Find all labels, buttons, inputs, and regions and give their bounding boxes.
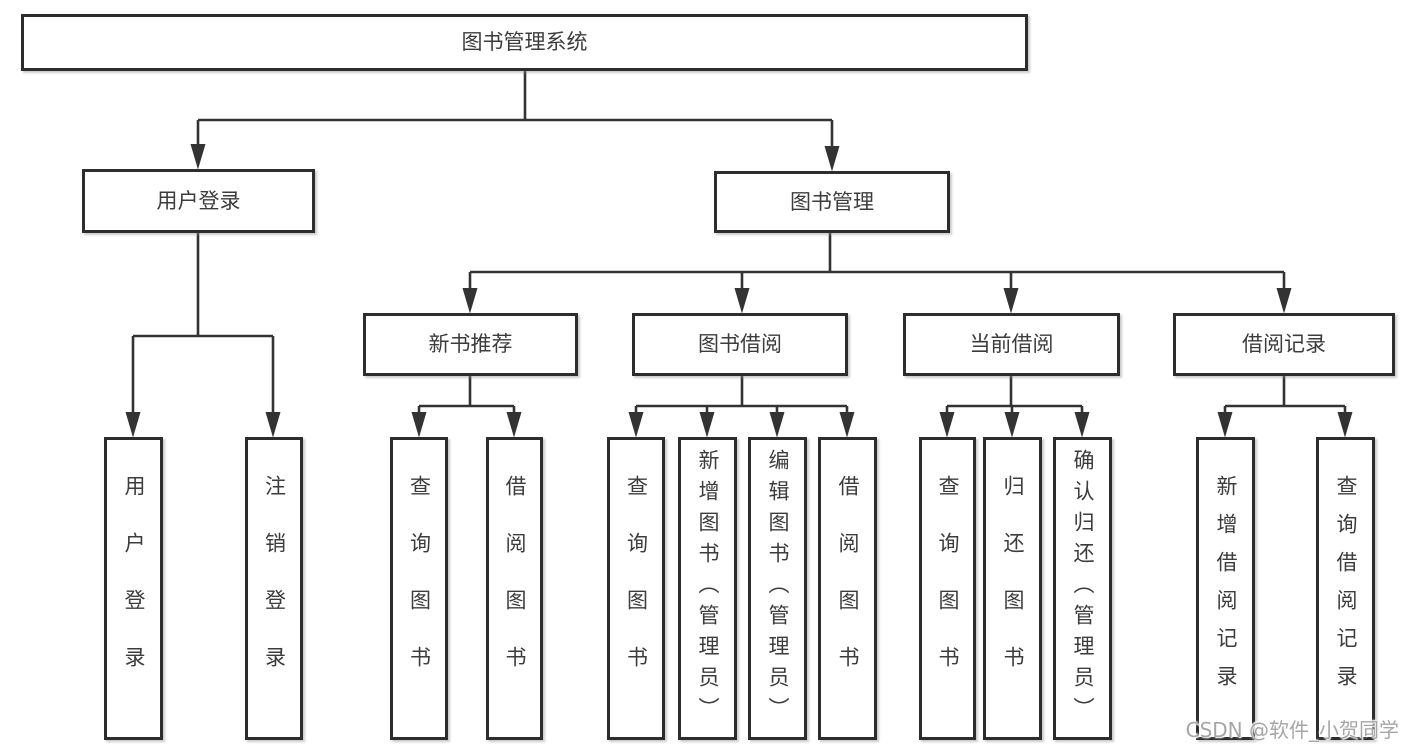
node-borrowing-records: 借阅记录 [1173,313,1395,376]
leaf-logout: 注销登录 [245,437,303,740]
leaf-borrow-books: 借阅图书 [486,437,543,740]
node-label: 新书推荐 [428,332,513,356]
leaf-label: 新增借阅记录 [1214,474,1238,703]
leaf-label: 注销登录 [262,474,287,703]
node-root-system: 图书管理系统 [21,14,1028,71]
node-label: 用户登录 [156,188,241,213]
leaf-label: 借阅图书 [836,474,860,703]
leaf-label: 查询图书 [624,474,649,703]
leaf-label: 查询借阅记录 [1334,474,1358,703]
leaf-label: 确认归还（管理员） [1071,449,1095,728]
node-new-book-recommend: 新书推荐 [363,313,578,376]
leaf-query-borrow-record: 查询借阅记录 [1316,437,1375,740]
leaf-add-borrow-record: 新增借阅记录 [1196,437,1255,740]
leaf-label: 查询图书 [407,474,432,703]
arrowheads [125,144,1353,438]
watermark-text: CSDN @软件_小贺同学 [1185,718,1399,742]
node-label: 图书管理 [790,189,874,214]
leaf-label: 查询图书 [936,474,960,703]
leaf-label: 新增图书（管理员） [696,449,720,728]
leaf-edit-books-admin: 编辑图书（管理员） [748,437,807,740]
connector-paths [131,71,1347,414]
node-label: 图书管理系统 [461,30,588,54]
node-user-login: 用户登录 [82,169,315,233]
leaf-label: 编辑图书（管理员） [766,449,790,728]
leaf-query-books: 查询图书 [390,437,448,740]
node-label: 当前借阅 [969,332,1054,356]
leaf-return-books: 归还图书 [983,437,1042,740]
leaf-borrow-books: 借阅图书 [818,437,877,740]
leaf-add-books-admin: 新增图书（管理员） [678,437,737,740]
node-label: 借阅记录 [1242,332,1326,356]
node-book-borrowing: 图书借阅 [632,313,848,376]
leaf-confirm-return-admin: 确认归还（管理员） [1053,437,1112,740]
leaf-query-books: 查询图书 [919,437,976,740]
leaf-label: 归还图书 [1001,474,1025,703]
leaf-user-login: 用户登录 [104,437,163,740]
leaf-label: 用户登录 [122,474,146,703]
leaf-label: 借阅图书 [503,474,527,703]
node-label: 图书借阅 [698,332,782,356]
leaf-query-books: 查询图书 [607,437,665,740]
node-book-management: 图书管理 [714,171,950,233]
node-current-borrowing: 当前借阅 [903,313,1120,376]
